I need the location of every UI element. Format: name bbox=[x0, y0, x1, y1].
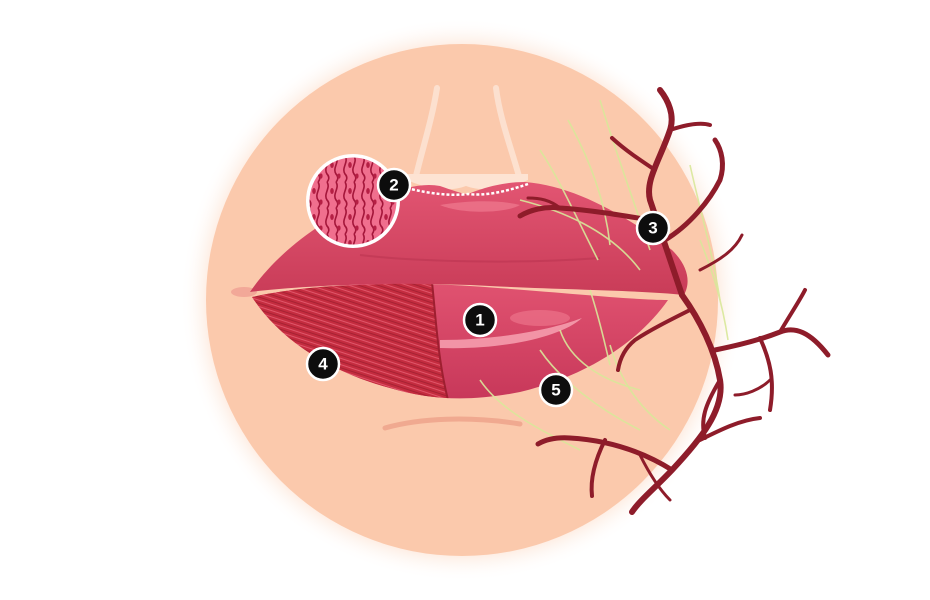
svg-text:2: 2 bbox=[389, 176, 398, 195]
blood-vessels bbox=[517, 87, 831, 515]
marker-3: 3 bbox=[635, 210, 671, 246]
upper-lip-highlight bbox=[440, 201, 520, 212]
philtrum bbox=[412, 85, 523, 183]
marker-4: 4 bbox=[305, 346, 341, 382]
marker-2: 2 bbox=[376, 167, 412, 203]
mouth-corner-left bbox=[231, 287, 257, 297]
nerves bbox=[479, 99, 729, 451]
lower-lip-sheen bbox=[510, 310, 570, 326]
svg-text:3: 3 bbox=[648, 219, 657, 238]
svg-text:5: 5 bbox=[551, 381, 560, 400]
markers: 1 2 3 4 5 bbox=[305, 167, 671, 408]
chin-crease bbox=[382, 416, 523, 431]
vermilion-border bbox=[406, 182, 529, 196]
lower-lip-highlight bbox=[440, 318, 582, 349]
epithelium-closeup bbox=[306, 154, 400, 248]
marker-5: 5 bbox=[538, 372, 574, 408]
svg-text:4: 4 bbox=[318, 355, 328, 374]
marker-1: 1 bbox=[462, 302, 498, 338]
svg-text:1: 1 bbox=[475, 311, 484, 330]
upper-lip-crease bbox=[359, 254, 601, 263]
